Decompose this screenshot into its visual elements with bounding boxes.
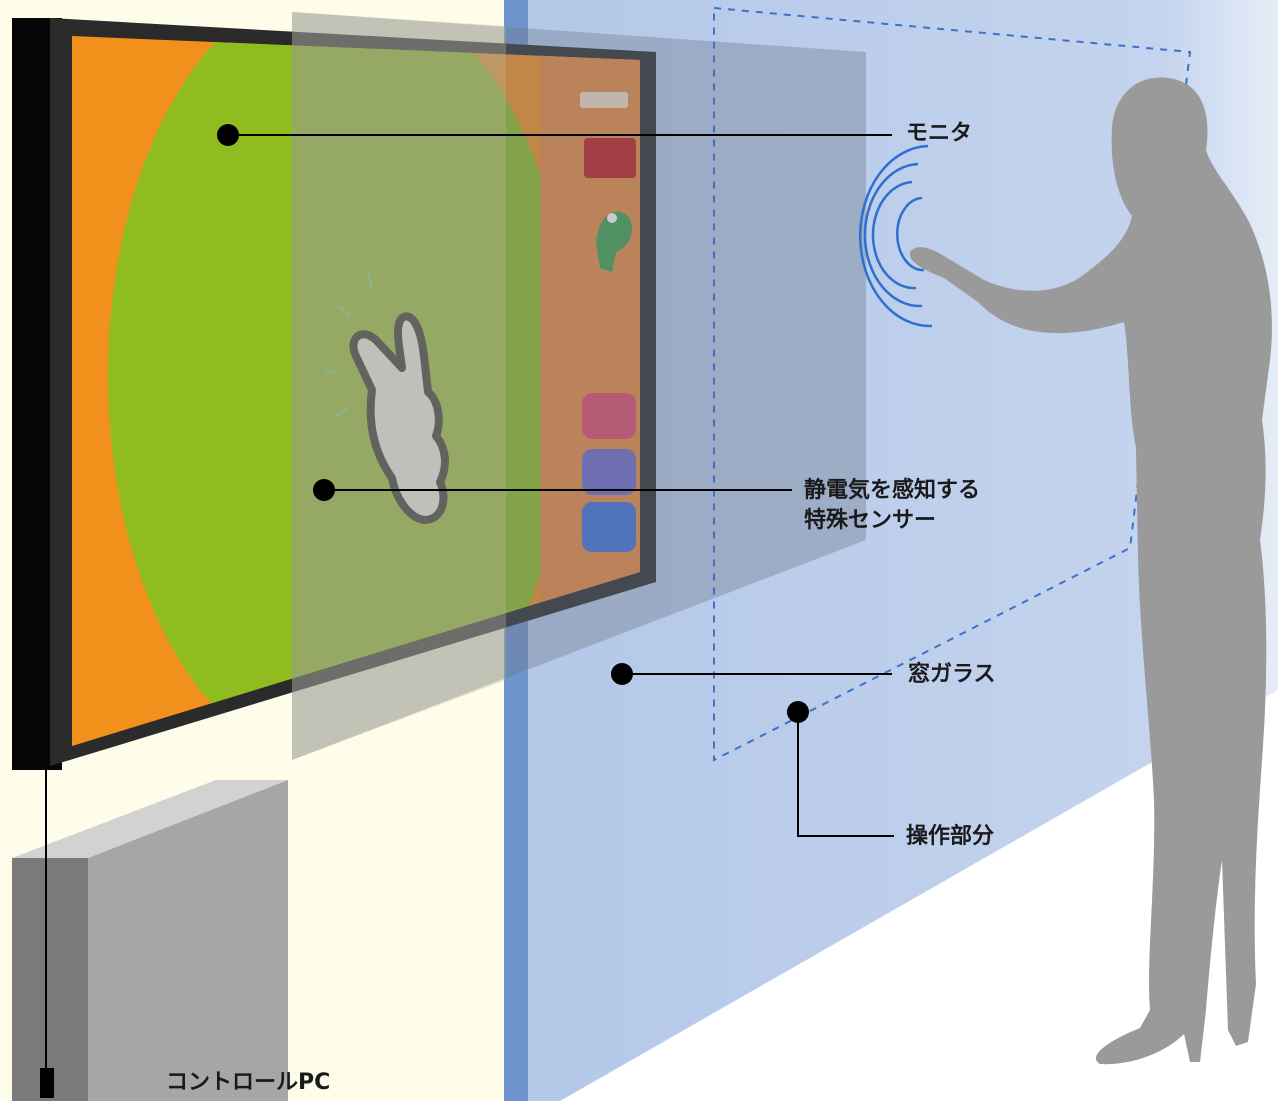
- frog-character-icon: [596, 211, 633, 272]
- screen-green-area: [108, 36, 572, 746]
- cable-plug: [40, 1068, 54, 1098]
- floor: [560, 690, 1278, 1101]
- monitor-side: [12, 18, 62, 770]
- person-silhouette: [909, 77, 1272, 1065]
- hand-motion-lines: [323, 269, 374, 418]
- screen-button-3: [582, 502, 636, 552]
- label-window-glass: 窓ガラス: [908, 662, 996, 687]
- touch-ripple-icon: [859, 144, 933, 328]
- sensor-panel-left-face: [292, 12, 506, 760]
- label-control-pc: コントロールPC: [166, 1070, 331, 1095]
- label-sensor-line1: 静電気を感知する: [804, 478, 981, 503]
- label-monitor: モニタ: [906, 121, 973, 146]
- label-sensor: 静電気を感知する 特殊センサー: [804, 476, 980, 535]
- control-pc: [12, 780, 288, 1101]
- screen-button-1: [582, 393, 636, 439]
- glass-dot: [611, 663, 633, 685]
- monitor-dot: [217, 124, 239, 146]
- label-sensor-line2: 特殊センサー: [804, 507, 937, 533]
- screen-button-2: [582, 449, 636, 495]
- operation-dot: [787, 701, 809, 723]
- label-operation-area: 操作部分: [906, 824, 995, 849]
- operation-leader: [797, 712, 894, 837]
- pointing-hand-icon: [349, 312, 449, 524]
- leader-dots: [217, 124, 809, 723]
- leader-lines: [228, 134, 894, 837]
- sensor-dot: [313, 479, 335, 501]
- sidebar-logo: [580, 92, 628, 108]
- sidebar-title-badge: [584, 138, 636, 178]
- sensor-panel: [292, 12, 866, 760]
- operation-area-outline: [713, 6, 1192, 762]
- screen-sidebar-items: [580, 92, 636, 552]
